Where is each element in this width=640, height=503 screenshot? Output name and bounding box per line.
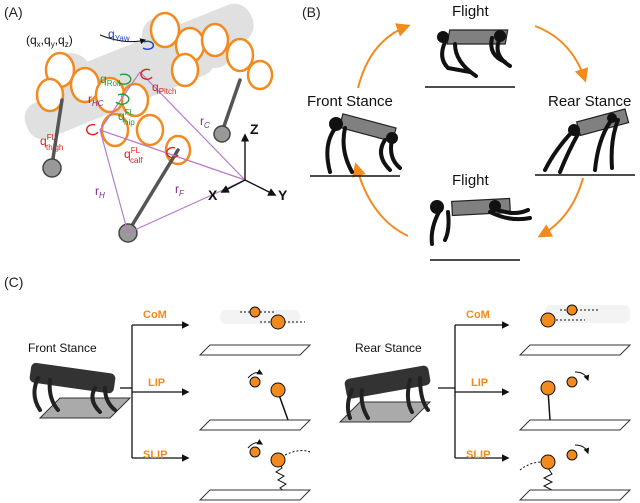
phase-flight-top: Flight	[452, 3, 490, 20]
phase-flight-bottom: Flight	[452, 172, 490, 189]
right-slip-model	[518, 444, 632, 501]
axis-y-label: Y	[278, 187, 288, 203]
robot-rear-stance	[535, 108, 635, 176]
robot-model-diagram	[24, 3, 277, 243]
right-model-lip: LIP	[471, 377, 488, 389]
left-stance-label: Front Stance	[28, 341, 97, 355]
cycle-arrow-flight-to-rear	[534, 25, 589, 83]
left-slip-model	[198, 439, 312, 501]
right-branch-lines	[438, 321, 510, 462]
vector-r-f-label: rF	[175, 182, 185, 198]
pitch-label: qPitch	[152, 80, 176, 96]
robot-front-stance	[310, 113, 402, 177]
left-model-lip: LIP	[148, 377, 165, 389]
right-stance-label: Rear Stance	[355, 341, 422, 355]
cycle-arrow-rear-to-flight	[537, 177, 584, 238]
right-model-com: CoM	[466, 309, 490, 321]
phase-front-stance: Front Stance	[307, 93, 393, 110]
axis-z-label: Z	[250, 121, 259, 137]
yaw-label: qYaw	[108, 27, 130, 43]
left-model-com: CoM	[143, 309, 167, 321]
panel-label-b: (B)	[302, 4, 321, 20]
robot-flight-top	[425, 29, 515, 88]
right-robot-photo	[338, 365, 432, 423]
roll-label: qRoll	[100, 72, 121, 88]
left-branch-lines	[120, 321, 190, 462]
panel-label-a: (A)	[4, 4, 23, 20]
right-lip-model	[518, 371, 632, 431]
left-robot-photo	[29, 362, 132, 419]
right-com-model	[518, 304, 632, 356]
base-position-label: (qx,qy,qz)	[26, 33, 73, 49]
vector-r-hc-label: rHC	[88, 92, 104, 108]
phase-rear-stance: Rear Stance	[548, 93, 631, 110]
robot-flight-bottom	[429, 197, 532, 261]
left-lip-model	[198, 369, 312, 431]
vector-r-h-label: rH	[95, 184, 105, 200]
left-com-model	[198, 306, 312, 356]
axis-x-label: X	[208, 187, 218, 203]
vector-r-c-label: rC	[200, 114, 210, 130]
left-model-slip: SLIP	[143, 449, 167, 461]
cycle-arrow-front-to-flight	[357, 23, 411, 89]
right-model-slip: SLIP	[466, 449, 490, 461]
panel-label-c: (C)	[4, 274, 23, 290]
